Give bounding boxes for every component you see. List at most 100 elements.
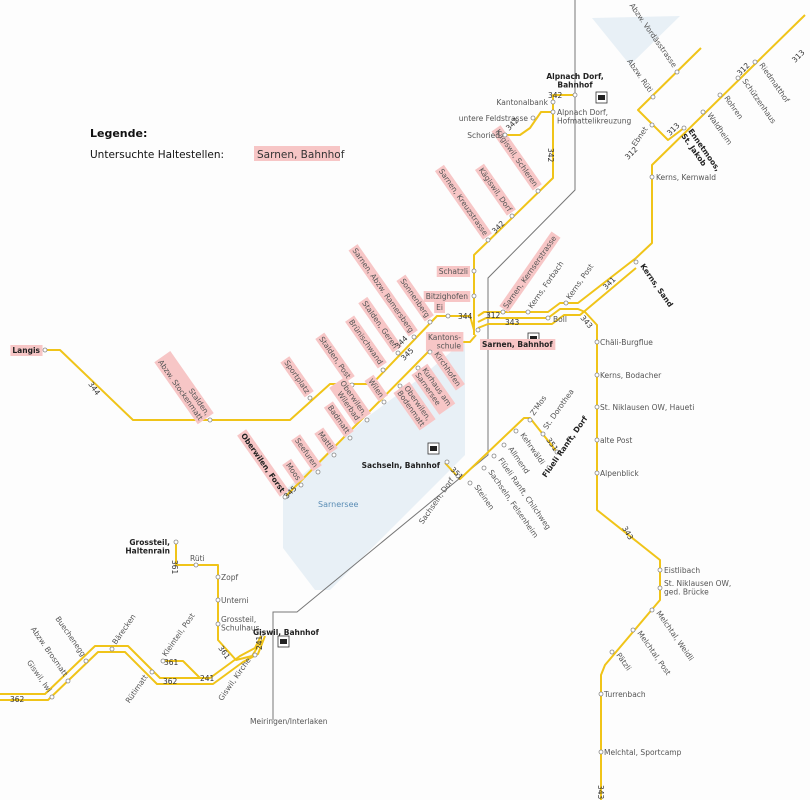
- stop-marker[interactable]: [594, 404, 600, 410]
- stop-marker[interactable]: [83, 658, 89, 664]
- stop-stalden-abzw-stockenmatt[interactable]: Stalden,Abzw. Stockenmatt: [154, 351, 214, 425]
- stop-marker[interactable]: [717, 92, 723, 98]
- stop-alte-post[interactable]: alte Post: [594, 436, 632, 445]
- stop-marker[interactable]: [633, 259, 639, 265]
- stop-kerns-post[interactable]: Kerns, Post: [563, 262, 595, 306]
- stop-marker[interactable]: [649, 607, 655, 613]
- stop-turrenbach[interactable]: Turrenbach: [598, 690, 646, 699]
- stop-sachseln-bahnhof[interactable]: Sachseln, Bahnhof: [362, 459, 450, 470]
- stop-marker[interactable]: [215, 574, 221, 580]
- stop-rüti[interactable]: Rüti: [190, 554, 205, 568]
- stop-marker[interactable]: [649, 122, 655, 128]
- stop-marker[interactable]: [109, 646, 115, 652]
- stop-marker[interactable]: [594, 339, 600, 345]
- stop-kerns-kernwald[interactable]: Kerns, Kernwald: [649, 173, 716, 182]
- stop-oberwilen-forst[interactable]: Oberwilen, Forst: [237, 429, 289, 500]
- stop-marker[interactable]: [193, 562, 199, 568]
- stop-wilen[interactable]: Wilen: [364, 374, 388, 405]
- stop-bitzighofen[interactable]: Bitzighofen: [423, 291, 477, 302]
- stop-abzw-rüti[interactable]: Abzw. Rüti: [625, 57, 656, 100]
- stop-marker[interactable]: [364, 417, 370, 423]
- stop-marker[interactable]: [554, 449, 560, 455]
- stop-marker[interactable]: [395, 350, 401, 356]
- stop-melchtal-sportcamp[interactable]: Melchtal, Sportcamp: [598, 748, 682, 757]
- stop-marker[interactable]: [649, 174, 655, 180]
- stop-marker[interactable]: [471, 268, 477, 274]
- stop-marker[interactable]: [207, 417, 213, 423]
- stop-marker[interactable]: [598, 691, 604, 697]
- stop-marker[interactable]: [252, 652, 258, 658]
- stop-langis[interactable]: Langis: [10, 345, 48, 356]
- stop-marker[interactable]: [485, 237, 491, 243]
- stop-marker[interactable]: [315, 469, 321, 475]
- stop-marker[interactable]: [501, 442, 507, 448]
- stop-schoried[interactable]: Schoried: [467, 131, 508, 140]
- stop-marker[interactable]: [298, 482, 304, 488]
- stop-marker[interactable]: [572, 92, 578, 98]
- stop-grossteil-schulhaus[interactable]: Grossteil,Schulhaus: [215, 615, 260, 633]
- stop-marker[interactable]: [445, 313, 451, 319]
- stop-marker[interactable]: [650, 94, 656, 100]
- stop-marker[interactable]: [525, 309, 531, 315]
- stop-marker[interactable]: [347, 435, 353, 441]
- stop-chäli-burgflue[interactable]: Chäli-Burgflue: [594, 338, 653, 347]
- stop-marker[interactable]: [500, 309, 506, 315]
- stop-marker[interactable]: [535, 188, 541, 194]
- stop-marker[interactable]: [331, 452, 337, 458]
- stop-marker[interactable]: [307, 395, 313, 401]
- stop-marker[interactable]: [380, 367, 386, 373]
- stop-sarnen-bahnhof[interactable]: Sarnen, Bahnhof: [475, 327, 556, 350]
- stop-alpenblick[interactable]: Alpenblick: [594, 469, 639, 478]
- stop-marker[interactable]: [491, 453, 497, 459]
- stop-marker[interactable]: [397, 383, 403, 389]
- stop-st-dorothea[interactable]: St. Dorothea: [540, 387, 576, 437]
- stop-marker[interactable]: [540, 431, 546, 437]
- stop-melchtal-post[interactable]: Melchtal, Post: [630, 627, 673, 677]
- stop-marker[interactable]: [160, 658, 166, 664]
- stop-marker[interactable]: [415, 365, 421, 371]
- stop-marker[interactable]: [527, 417, 533, 423]
- stop-marker[interactable]: [594, 437, 600, 443]
- stop-marker[interactable]: [598, 749, 604, 755]
- stop-marker[interactable]: [674, 69, 680, 75]
- stop-alpnach-dorf-bahnhof[interactable]: Alpnach Dorf,Bahnhof: [546, 72, 604, 98]
- stop-grossteil-haltenrain[interactable]: Grossteil,Haltenrain: [125, 538, 179, 556]
- stop-marker[interactable]: [594, 470, 600, 476]
- stop-unterni[interactable]: Unterni: [215, 596, 249, 605]
- stop-marker[interactable]: [259, 631, 265, 637]
- stop-marker[interactable]: [467, 480, 473, 486]
- stop-marker[interactable]: [475, 327, 481, 333]
- stop-giswil-bahnhof[interactable]: Giswil, Bahnhof: [253, 628, 320, 637]
- stop-marker[interactable]: [427, 349, 433, 355]
- stop-marker[interactable]: [752, 59, 758, 65]
- stop-marker[interactable]: [42, 347, 48, 353]
- stop-zopf[interactable]: Zopf: [215, 573, 238, 582]
- stop-marker[interactable]: [502, 132, 508, 138]
- stop-kleinteil-post[interactable]: Kleinteil, Post: [160, 611, 197, 664]
- stop-marker[interactable]: [657, 567, 663, 573]
- stop-pätzli[interactable]: Pätzli: [609, 649, 633, 672]
- stop-marker[interactable]: [509, 213, 515, 219]
- stop-marker[interactable]: [411, 334, 417, 340]
- stop-marker[interactable]: [545, 315, 551, 321]
- stop-waldheim[interactable]: Waldheim: [700, 109, 734, 147]
- stop-marker[interactable]: [149, 669, 155, 675]
- stop-kantons-schule[interactable]: Kantons-schule: [425, 332, 464, 352]
- stop-st-niklausen-ow-haueti[interactable]: St. Niklausen OW, Haueti: [594, 403, 694, 412]
- stop-untere-feldstrasse[interactable]: untere Feldstrasse: [459, 114, 536, 123]
- stop-marker[interactable]: [215, 621, 221, 627]
- stop-marker[interactable]: [550, 109, 556, 115]
- stop-marker[interactable]: [609, 649, 615, 655]
- stop-kerns-sand[interactable]: Kerns, Sand: [633, 259, 675, 309]
- stop-marker[interactable]: [681, 125, 687, 131]
- stop-marker[interactable]: [49, 694, 55, 700]
- stop-kägiswil-dorf[interactable]: Kägiswil, Dorf: [474, 163, 516, 219]
- stop-marker[interactable]: [471, 293, 477, 299]
- stop-marker[interactable]: [282, 494, 288, 500]
- stop-marker[interactable]: [657, 585, 663, 591]
- stop-giswil-iwi[interactable]: Giswil, Iwi: [25, 658, 55, 700]
- stop-marker[interactable]: [630, 627, 636, 633]
- stop-marker[interactable]: [530, 115, 536, 121]
- stop-marker[interactable]: [427, 319, 433, 325]
- stop-sportplatz[interactable]: Sportplatz: [280, 356, 314, 401]
